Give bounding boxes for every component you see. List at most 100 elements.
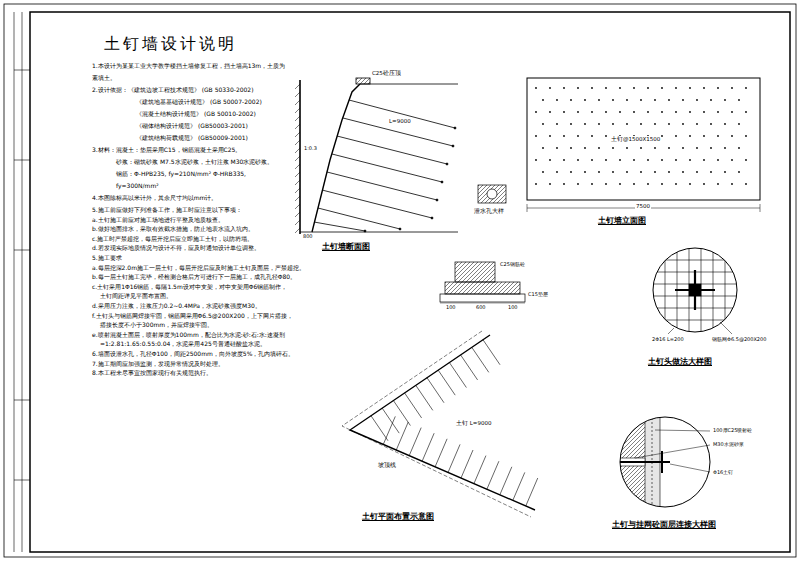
callout-label: M30水泥砂浆: [713, 442, 744, 448]
nail-dot: [563, 111, 565, 113]
nail-dot: [682, 147, 684, 149]
nail-line: [393, 401, 410, 426]
nail-dot: [640, 147, 642, 149]
nail-dot: [696, 123, 698, 125]
nail-line: [483, 340, 500, 365]
nail-dot: [556, 171, 558, 173]
callout-label: C25砼压顶: [372, 70, 401, 76]
design-note: 《砌体结构设计规范》 (GB50003-2001): [92, 120, 290, 132]
nail-dot: [717, 183, 719, 185]
nail-line: [409, 428, 421, 456]
dimension: 100: [508, 305, 518, 311]
nail-dot: [619, 87, 621, 89]
figure-title: 土钉平面布置示意图: [362, 512, 434, 521]
nail-dot: [570, 99, 572, 101]
plan-layout: [342, 331, 538, 517]
dimension: 800: [303, 234, 313, 240]
callout-label: 2Φ16 L=200: [652, 337, 684, 343]
dimension: 7500: [635, 203, 651, 209]
nail-dot: [556, 123, 558, 125]
nail-dot: [598, 99, 600, 101]
callout-label: 100厚C25喷射砼: [713, 428, 752, 434]
design-note: d.采用压力注浆，注浆压力0.2~0.4MPa，水泥砂浆强度M30。: [92, 301, 414, 311]
nail-dot: [703, 183, 705, 185]
nail-dot: [584, 147, 586, 149]
nail-dot: [640, 171, 642, 173]
nail-dot: [591, 135, 593, 137]
nail-line: [383, 416, 395, 444]
design-note: b.做好地面排水，采取有效截水措施，防止地表水流入坑内。: [92, 224, 414, 234]
hatch-tick: [295, 84, 300, 89]
design-note: 1.本设计为某某工业大学教学楼挡土墙修复工程，挡土墙高13m，土质为素填土。: [92, 60, 290, 84]
hatch-tick: [295, 140, 300, 145]
nail-dot: [654, 147, 656, 149]
nail-dot: [724, 147, 726, 149]
design-note: e.喷射混凝土面层，喷射厚度为100mm，配合比为水泥:砂:石:水:速凝剂: [92, 330, 414, 340]
nail-dot: [710, 99, 712, 101]
nail-line: [405, 393, 422, 418]
nail-dot: [591, 159, 593, 161]
nail-dot: [675, 111, 677, 113]
nail-dot: [731, 111, 733, 113]
nail-end: [399, 228, 401, 230]
nail-dot: [584, 99, 586, 101]
nail-dot: [675, 87, 677, 89]
nail-dot: [696, 147, 698, 149]
nail-dot: [668, 147, 670, 149]
hatch-tick: [295, 156, 300, 161]
nail-line: [526, 478, 538, 506]
nail-end: [454, 127, 456, 129]
nail-dot: [710, 123, 712, 125]
figure-title: 土钉墙断面图: [322, 242, 370, 251]
nail-line: [461, 355, 478, 380]
nail-line: [427, 378, 444, 403]
callout-label: L=9000: [388, 118, 412, 124]
nail-line: [448, 444, 460, 472]
footing-detail: [440, 262, 525, 303]
nail-dot: [563, 135, 565, 137]
nail-dot: [535, 183, 537, 185]
nail-dot: [591, 183, 593, 185]
nail-dot: [668, 171, 670, 173]
callout-label: C25钢筋砼: [500, 262, 525, 268]
design-note: 《建筑地基基础设计规范》 (GB 50007-2002): [92, 96, 290, 108]
nail-dot: [640, 99, 642, 101]
nail-dot: [633, 111, 635, 113]
callout-label: 泄水孔大样: [474, 208, 504, 214]
nail-dot: [738, 123, 740, 125]
nail-dot: [549, 135, 551, 137]
nail-dot: [731, 135, 733, 137]
nail-dot: [612, 123, 614, 125]
hatch-tick: [295, 196, 300, 201]
nail-dot: [549, 159, 551, 161]
nail-line: [513, 472, 525, 500]
nail-dot: [577, 183, 579, 185]
nail-line: [438, 370, 455, 395]
nail-dot: [542, 147, 544, 149]
design-note: 5.施工前应做好下列准备工作，施工时应注意以下事项：: [92, 205, 414, 215]
nail-dot: [549, 111, 551, 113]
nail-dot: [703, 159, 705, 161]
nail-dot: [549, 183, 551, 185]
nail-dot: [619, 111, 621, 113]
nail-dot: [605, 159, 607, 161]
nail-end: [364, 230, 366, 232]
design-note: c.施工时严禁超挖，每层开挖后应立即施工土钉，以防坍塌。: [92, 234, 414, 244]
callout-label: 土钉@1500X1500: [610, 136, 661, 142]
nail-dot: [647, 159, 649, 161]
nail-dot: [640, 123, 642, 125]
nail-end: [446, 163, 448, 165]
nail-dot: [689, 159, 691, 161]
nail-dot: [661, 111, 663, 113]
notes-column: 1.本设计为某某工业大学教学楼挡土墙修复工程，挡土墙高13m，土质为素填土。2.…: [92, 60, 290, 204]
nail-dot: [647, 87, 649, 89]
nail-dot: [570, 147, 572, 149]
hatch-tick: [295, 188, 300, 193]
nail-dot: [717, 87, 719, 89]
nail-dot: [654, 99, 656, 101]
nail-dot: [703, 135, 705, 137]
figure-title: 土钉头做法大样图: [648, 357, 712, 366]
nail-dot: [612, 171, 614, 173]
nail-dot: [745, 87, 747, 89]
